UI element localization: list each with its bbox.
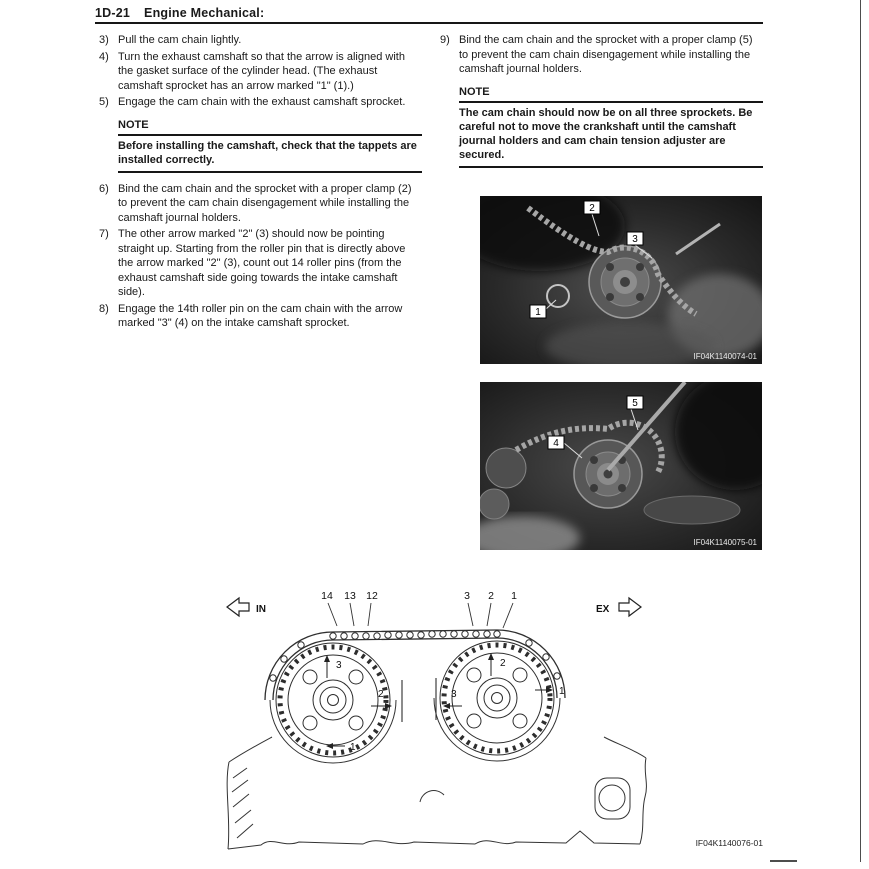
- pin-number-label: 12: [366, 590, 378, 602]
- right-column: 9) Bind the cam chain and the sprocket w…: [440, 33, 763, 550]
- step-number: 5): [99, 96, 109, 108]
- step-text: Pull the cam chain lightly.: [118, 34, 242, 46]
- step-text: The other arrow marked "2" (3) should no…: [118, 228, 406, 298]
- clamp-photo: [675, 222, 721, 255]
- step-number: 9): [440, 34, 450, 46]
- sprocket-arrow-mark: 1: [350, 742, 356, 753]
- step-text: Turn the exhaust camshaft so that the ar…: [118, 50, 405, 92]
- step-text: Bind the cam chain and the sprocket with…: [459, 34, 753, 75]
- step-number: 8): [99, 302, 109, 315]
- page-number: 1D-21: [95, 6, 131, 20]
- pin-number-label: 14: [321, 590, 333, 602]
- photo-figure-camshaft-1: 2 3 1 IF04K1140074-01: [480, 195, 762, 364]
- callout-label: 1: [535, 307, 541, 318]
- note-text: Before installing the camshaft, check th…: [118, 133, 422, 173]
- pin-number-label: 13: [344, 590, 356, 602]
- pin-number-label: 3: [464, 590, 470, 602]
- procedure-step: 4) Turn the exhaust camshaft so that the…: [99, 50, 422, 94]
- callout-2: 2: [583, 200, 601, 236]
- callout-label: 5: [632, 398, 638, 409]
- figure-code: IF04K1140076-01: [695, 838, 763, 848]
- intake-sprocket-arrow-marks: 3 2 1: [324, 655, 392, 753]
- camshaft-sprocket-photo: [573, 438, 643, 509]
- procedure-step: 3) Pull the cam chain lightly.: [99, 33, 422, 48]
- in-label: IN: [256, 604, 266, 615]
- in-direction-arrow-icon: [226, 596, 250, 618]
- photo-figure-camshaft-2: 5 4 IF04K1140075-01: [480, 381, 762, 550]
- page-corner-mark: [770, 860, 797, 862]
- sprocket-arrow-mark: 2: [500, 658, 506, 669]
- photo-image-2: 5 4 IF04K1140075-01: [480, 381, 762, 550]
- step-text: Engage the cam chain with the exhaust ca…: [118, 96, 406, 108]
- page-border-right: [860, 0, 861, 862]
- procedure-step: 6) Bind the cam chain and the sprocket w…: [99, 182, 422, 226]
- pin-number-label: 2: [488, 590, 494, 602]
- figure-code: IF04K1140074-01: [694, 352, 758, 361]
- pin-number-labels: 14 13 12 3 2 1: [321, 590, 517, 629]
- exhaust-sprocket-arrow-marks: 2 3 1: [443, 653, 565, 709]
- arrow-mark-target: [546, 283, 570, 308]
- step-number: 4): [99, 50, 109, 63]
- clamp-rod-photo: [606, 381, 687, 471]
- pin-number-label: 1: [511, 590, 517, 602]
- gasket-surface-lines: [401, 678, 437, 722]
- sprocket-arrow-mark: 3: [336, 660, 342, 671]
- intake-sprocket: [275, 642, 391, 758]
- cam-chain-photo: [526, 205, 698, 317]
- sprocket-arrow-mark: 2: [378, 689, 384, 700]
- sprocket-arrow-mark: 3: [451, 689, 457, 700]
- section-title: Engine Mechanical:: [144, 6, 265, 20]
- callout-4: 4: [547, 435, 583, 458]
- callout-1: 1: [529, 299, 557, 318]
- figure-code: IF04K1140075-01: [694, 538, 758, 547]
- cam-timing-drawing: 14 13 12 3 2 1 IN EX: [226, 590, 647, 850]
- cam-chain-photo: [514, 419, 665, 476]
- note-label: NOTE: [118, 118, 149, 131]
- header-rule: [95, 22, 763, 24]
- photo-image-1: 2 3 1 IF04K1140074-01: [480, 195, 762, 364]
- ex-label: EX: [596, 604, 610, 615]
- step-text: Bind the cam chain and the sprocket with…: [118, 182, 412, 224]
- cylinder-head-outline: [226, 697, 647, 850]
- step-text: Engage the 14th roller pin on the cam ch…: [118, 302, 403, 330]
- callout-label: 2: [589, 203, 595, 214]
- procedure-step: 8) Engage the 14th roller pin on the cam…: [99, 302, 422, 331]
- note-text: The cam chain should now be on all three…: [459, 100, 763, 168]
- procedure-step: 7) The other arrow marked "2" (3) should…: [99, 227, 422, 300]
- ex-direction-arrow-icon: [618, 596, 642, 618]
- camshaft-photo: [643, 495, 741, 524]
- procedure-step: 5) Engage the cam chain with the exhaust…: [99, 95, 422, 110]
- callout-label: 4: [553, 438, 559, 449]
- sprocket-arrow-mark: 1: [559, 686, 565, 697]
- page-header: 1D-21 Engine Mechanical:: [95, 6, 264, 20]
- step-number: 6): [99, 182, 109, 195]
- cam-timing-diagram: 14 13 12 3 2 1 IN EX: [215, 586, 685, 858]
- callout-5: 5: [626, 395, 644, 430]
- procedure-step: 9) Bind the cam chain and the sprocket w…: [440, 33, 763, 77]
- callout-3: 3: [626, 231, 653, 258]
- note-block: NOTE The cam chain should now be on all …: [459, 86, 763, 168]
- exhaust-sprocket: [439, 640, 555, 756]
- left-column: 3) Pull the cam chain lightly. 4) Turn t…: [99, 33, 422, 333]
- cam-chain: [264, 629, 566, 701]
- note-label: NOTE: [459, 85, 490, 98]
- step-number: 7): [99, 228, 109, 240]
- step-number: 3): [99, 34, 109, 46]
- note-block: NOTE Before installing the camshaft, che…: [118, 119, 422, 173]
- callout-label: 3: [632, 234, 638, 245]
